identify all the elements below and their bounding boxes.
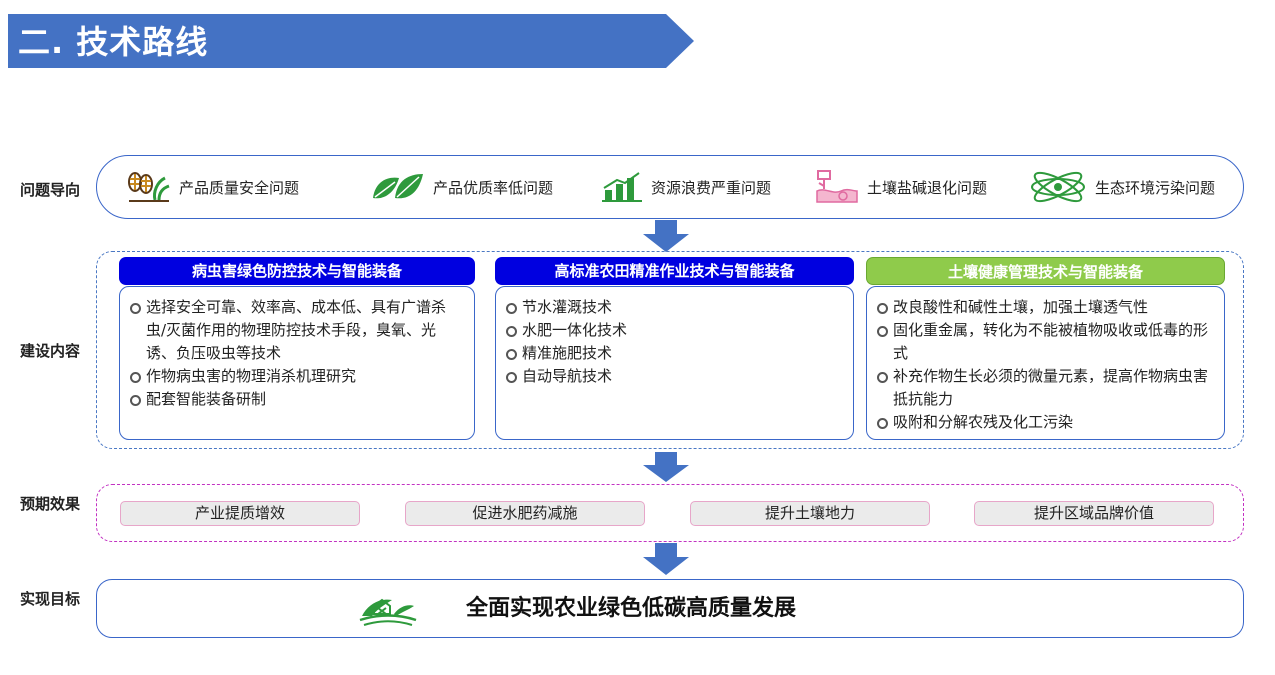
column-card: 节水灌溉技术 水肥一体化技术 精准施肥技术 自动导航技术 [495,286,854,440]
issue-item: 土壤盐碱退化问题 [815,156,987,218]
issue-label: 土壤盐碱退化问题 [867,178,988,197]
title-banner [8,14,694,68]
issues-row-label: 问题导向 [20,181,81,199]
list-item: 自动导航技术 [504,365,843,388]
list-item: 补充作物生长必须的微量元素，提高作物病虫害抵抗能力 [875,365,1214,411]
column-card: 选择安全可靠、效率高、成本低、具有广谱杀虫/灭菌作用的物理防控技术手段，臭氧、光… [119,286,475,440]
issues-container: 产品质量安全问题 产品优质率低问题 资源浪费严重问题 土壤盐碱退化问题 [96,155,1244,219]
issue-label: 产品优质率低问题 [433,178,554,197]
bullet-list: 节水灌溉技术 水肥一体化技术 精准施肥技术 自动导航技术 [496,287,853,388]
page-title: 二. 技术路线 [18,23,209,61]
bar-chart-icon [602,172,642,202]
down-arrow-icon [643,220,689,252]
column-header: 高标准农田精准作业技术与智能装备 [495,257,854,285]
issue-item: 产品质量安全问题 [125,156,299,218]
bullet-list: 选择安全可靠、效率高、成本低、具有广谱杀虫/灭菌作用的物理防控技术手段，臭氧、光… [120,287,474,411]
issue-label: 资源浪费严重问题 [651,178,772,197]
effect-pill: 提升区域品牌价值 [974,501,1214,526]
list-item: 改良酸性和碱性土壤，加强土壤透气性 [875,296,1214,319]
goal-text: 全面实现农业绿色低碳高质量发展 [466,596,797,621]
column-header: 病虫害绿色防控技术与智能装备 [119,257,475,285]
effects-row-label: 预期效果 [20,495,81,513]
list-item: 水肥一体化技术 [504,319,843,342]
list-item: 精准施肥技术 [504,342,843,365]
leaves-icon [373,174,423,199]
issue-item: 产品优质率低问题 [369,156,553,218]
content-container [96,251,1244,449]
issue-item: 资源浪费严重问题 [601,156,771,218]
down-arrow-icon [643,452,689,482]
issue-label: 生态环境污染问题 [1095,178,1216,197]
effect-pill: 产业提质增效 [120,501,360,526]
list-item: 吸附和分解农残及化工污染 [875,411,1214,434]
bullet-list: 改良酸性和碱性土壤，加强土壤透气性 固化重金属，转化为不能被植物吸收或低毒的形式… [867,287,1224,434]
list-item: 配套智能装备研制 [128,388,464,411]
issue-label: 产品质量安全问题 [179,178,300,197]
column-card: 改良酸性和碱性土壤，加强土壤透气性 固化重金属，转化为不能被植物吸收或低毒的形式… [866,286,1225,440]
list-item: 节水灌溉技术 [504,296,843,319]
effect-pill: 促进水肥药减施 [405,501,645,526]
column-header: 土壤健康管理技术与智能装备 [866,257,1225,285]
goal-container [96,579,1244,638]
content-row-label: 建设内容 [20,342,81,360]
list-item: 固化重金属，转化为不能被植物吸收或低毒的形式 [875,319,1214,365]
down-arrow-icon [643,543,689,575]
issue-item: 生态环境污染问题 [1029,156,1215,218]
wheat-grain-icon [128,172,170,202]
soil-plant-icon [816,170,858,203]
effect-pill: 提升土壤地力 [690,501,930,526]
farm-logo-icon [359,598,417,626]
effects-container [96,484,1244,542]
atom-icon [1031,171,1085,203]
list-item: 选择安全可靠、效率高、成本低、具有广谱杀虫/灭菌作用的物理防控技术手段，臭氧、光… [128,296,464,365]
list-item: 作物病虫害的物理消杀机理研究 [128,365,464,388]
goal-row-label: 实现目标 [20,590,81,608]
